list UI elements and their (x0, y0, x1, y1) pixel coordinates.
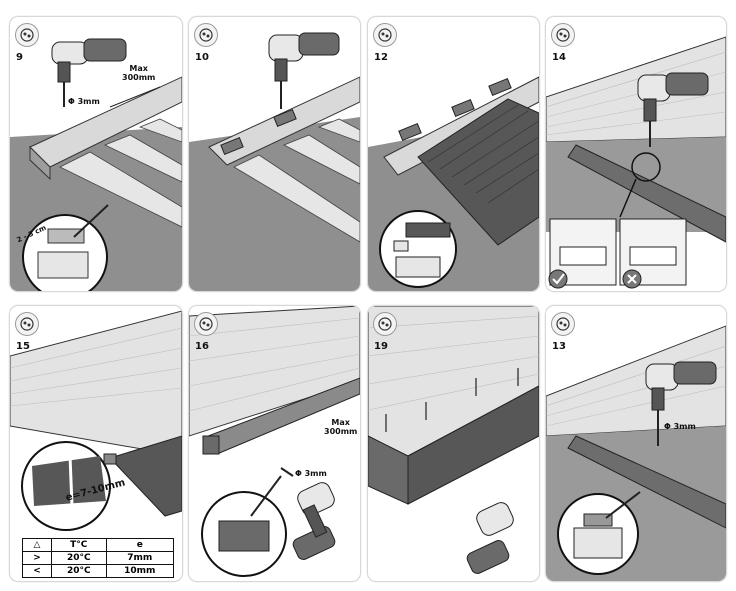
screw-icon (385, 368, 519, 432)
illustration-step-16 (189, 306, 360, 577)
drill-icon (645, 361, 717, 446)
installer-logo-icon (551, 23, 575, 47)
drill-bit-diameter-label: Φ 3mm (68, 97, 100, 106)
step-number: 10 (195, 52, 209, 63)
installer-logo-icon (373, 23, 397, 47)
illustration-step-14 (546, 27, 726, 291)
drill-bit-diameter-label: Φ 3mm (295, 469, 327, 478)
step-panel-12: 12 (367, 16, 540, 292)
illustration-step-9 (10, 38, 182, 291)
installer-logo-icon (551, 312, 575, 336)
step-number: 14 (552, 52, 566, 63)
illustration-step-10 (189, 32, 360, 291)
inset-gap-detail (21, 441, 111, 531)
step-number: 9 (16, 52, 23, 63)
checkmark-icon (548, 269, 568, 289)
step-number: 19 (374, 341, 388, 352)
illustration-step-13 (546, 325, 726, 581)
drill-bit-diameter-label: Φ 3mm (664, 422, 696, 431)
step-panel-13: 13 Φ 3mm (545, 305, 727, 582)
inset-screw-detail (201, 475, 287, 577)
inset-clip-detail (557, 491, 641, 575)
inset-profile-detail (379, 210, 457, 288)
temperature-gap-table: △ T°C e > 20°C 7mm < 20°C 10mm (22, 538, 175, 578)
installer-logo-icon (373, 312, 397, 336)
step-panel-15: 15 e=7-10mm △ T°C e > 20°C 7mm < 20°C 10… (9, 305, 183, 582)
cross-icon (622, 269, 642, 289)
installer-logo-icon (194, 312, 218, 336)
step-panel-10: 10 (188, 16, 361, 292)
temperature-triangle-icon: △ (22, 538, 52, 552)
table-header-gap: e (105, 538, 175, 552)
illustration-step-12 (368, 76, 539, 291)
installer-logo-icon (194, 23, 218, 47)
drill-icon (51, 38, 127, 107)
step-panel-14: 14 (545, 16, 727, 292)
magnifier-icon (631, 152, 661, 182)
step-panel-19: 19 (367, 305, 540, 582)
step-number: 16 (195, 341, 209, 352)
step-number: 13 (552, 341, 566, 352)
table-header-temperature: T°C (51, 538, 107, 552)
table-row: > 20°C 7mm (22, 551, 175, 565)
drill-icon (466, 502, 514, 574)
clip-icon (220, 136, 244, 156)
clip-icon (398, 122, 422, 142)
inset-clip-detail (22, 204, 109, 291)
drill-icon (292, 482, 336, 560)
screw-icon (280, 467, 294, 477)
drill-icon (637, 72, 709, 147)
illustration-step-19 (368, 306, 539, 574)
step-number: 15 (16, 341, 30, 352)
installer-logo-icon (15, 23, 39, 47)
illustration-step-15 (10, 310, 182, 531)
drill-icon (268, 32, 340, 109)
table-row: < 20°C 10mm (22, 564, 175, 578)
installer-logo-icon (15, 312, 39, 336)
step-number: 12 (374, 52, 388, 63)
